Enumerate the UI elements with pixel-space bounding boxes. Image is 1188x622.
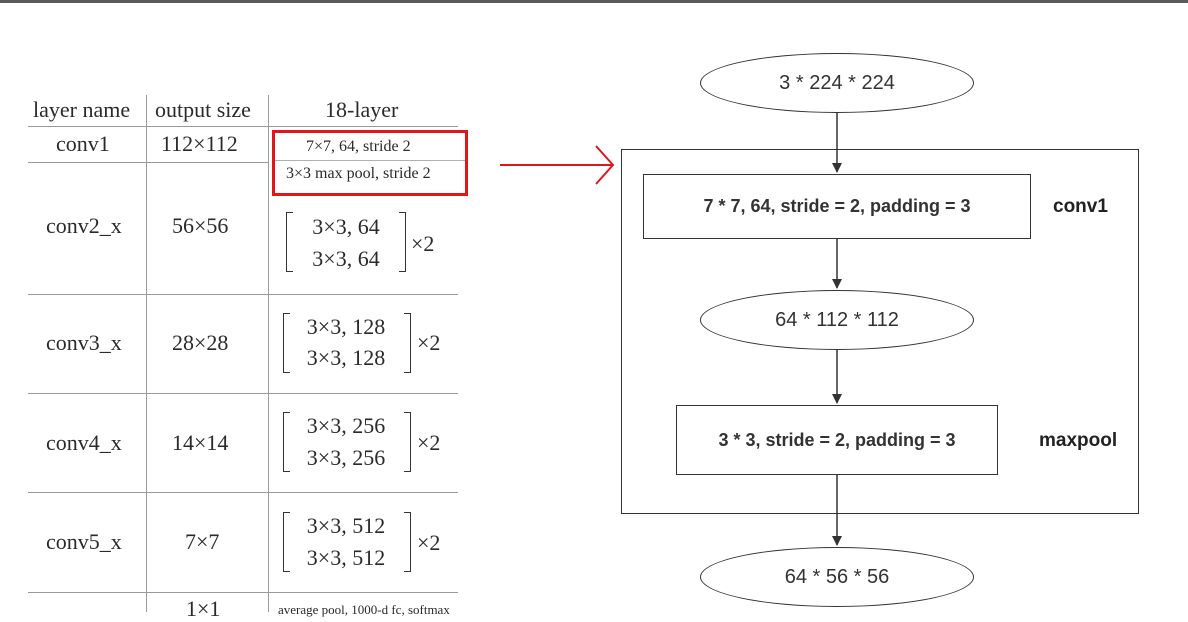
row-conv1-maxpool: 3×3 max pool, stride 2 <box>286 165 431 182</box>
conv4-block-bottom: 3×3, 256 <box>306 445 386 470</box>
header-layer-name: layer name <box>33 97 131 122</box>
header-rule <box>28 126 458 127</box>
row-conv4-size: 14×14 <box>172 430 229 455</box>
conv2-block-bottom: 3×3, 64 <box>312 246 380 271</box>
conv3-block-top: 3×3, 128 <box>306 314 386 339</box>
conv2-block-top: 3×3, 64 <box>312 214 380 239</box>
row-rule-conv3 <box>28 393 458 394</box>
row-conv5-name: conv5_x <box>46 529 122 554</box>
conv5-block-bottom: 3×3, 512 <box>306 545 386 570</box>
conv2-bracket-left <box>286 212 293 272</box>
header-18-layer: 18-layer <box>325 97 399 122</box>
row-conv5-size: 7×7 <box>185 529 220 554</box>
conv5-block-top: 3×3, 512 <box>306 513 386 538</box>
conv1-layer-box: 7 * 7, 64, stride = 2, padding = 3 <box>643 174 1031 239</box>
header-output-size: output size <box>155 97 251 122</box>
row-conv1-name: conv1 <box>56 131 110 156</box>
row-conv1-spec: 7×7, 64, stride 2 <box>306 138 411 155</box>
row-conv1-size: 112×112 <box>161 131 238 156</box>
col-divider-1 <box>146 95 147 612</box>
conv5-multiplier: ×2 <box>417 530 441 555</box>
conv4-bracket-right <box>404 412 411 472</box>
conv3-block-bottom: 3×3, 128 <box>306 345 386 370</box>
row-conv3-name: conv3_x <box>46 330 122 355</box>
conv5-bracket-right <box>404 512 411 572</box>
conv3-multiplier: ×2 <box>417 330 441 355</box>
maxpool-layer-box: 3 * 3, stride = 2, padding = 3 <box>676 405 998 475</box>
conv4-multiplier: ×2 <box>417 430 441 455</box>
row-rule-conv1 <box>28 162 268 163</box>
conv1-label: conv1 <box>1053 196 1108 217</box>
conv4-bracket-left <box>283 412 290 472</box>
top-border <box>0 0 1188 3</box>
conv2-multiplier: ×2 <box>411 231 435 256</box>
row-rule-conv2 <box>28 294 458 295</box>
output-node: 64 * 56 * 56 <box>700 547 974 607</box>
row-rule-conv5 <box>28 592 458 593</box>
conv1-inner-rule <box>273 160 467 161</box>
maxpool-label: maxpool <box>1039 430 1118 451</box>
row-conv2-size: 56×56 <box>172 213 229 238</box>
conv5-bracket-left <box>283 512 290 572</box>
red-pointer-arrow-head <box>595 145 615 185</box>
row-rule-conv4 <box>28 492 458 493</box>
conv1-highlight-box <box>272 130 468 196</box>
col-divider-2 <box>268 95 269 612</box>
conv4-block-top: 3×3, 256 <box>306 413 386 438</box>
row-conv4-name: conv4_x <box>46 430 122 455</box>
conv3-bracket-right <box>404 313 411 373</box>
intermediate-node: 64 * 112 * 112 <box>700 290 974 350</box>
conv2-bracket-right <box>399 212 406 272</box>
row-conv2-name: conv2_x <box>46 213 122 238</box>
row-conv3-size: 28×28 <box>172 330 229 355</box>
input-node: 3 * 224 * 224 <box>700 53 974 113</box>
stem-group-box <box>621 149 1139 514</box>
conv3-bracket-left <box>283 313 290 373</box>
